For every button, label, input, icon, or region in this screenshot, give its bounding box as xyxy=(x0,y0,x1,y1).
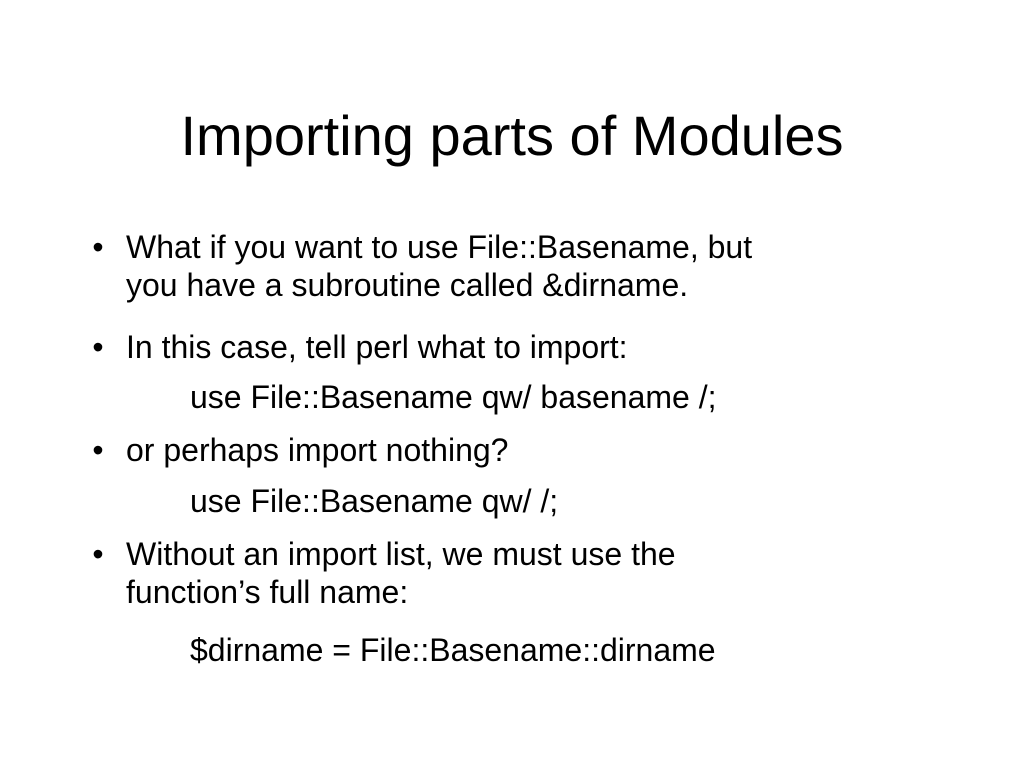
bullet-item-1-line-1: What if you want to use File::Basename, … xyxy=(126,229,753,265)
code-line-3: $dirname = File::Basename::dirname xyxy=(190,632,716,668)
slide-title: Importing parts of Modules xyxy=(180,104,844,167)
bullet-item-3-line-1: or perhaps import nothing? xyxy=(126,432,509,468)
bullet-dot: • xyxy=(92,229,104,265)
bullet-item-1: • What if you want to use File::Basename… xyxy=(92,228,926,304)
bullet-item-4-line-1: Without an import list, we must use the xyxy=(126,536,676,572)
code-line-2: use File::Basename qw/ /; xyxy=(190,483,559,519)
bullet-item-2: • In this case, tell perl what to import… xyxy=(92,328,926,366)
code-line-1: use File::Basename qw/ basename /; xyxy=(190,379,717,415)
bullet-item-4: • Without an import list, we must use th… xyxy=(92,535,926,611)
bullet-dot: • xyxy=(92,432,104,468)
bullet-dot: • xyxy=(92,329,104,365)
bullet-item-4-line-2: function’s full name: xyxy=(126,574,409,610)
bullet-item-3: • or perhaps import nothing? xyxy=(92,431,926,469)
bullet-item-1-line-2: you have a subroutine called &dirname. xyxy=(126,267,689,303)
bullet-dot: • xyxy=(92,536,104,572)
bullet-item-2-line-1: In this case, tell perl what to import: xyxy=(126,329,628,365)
